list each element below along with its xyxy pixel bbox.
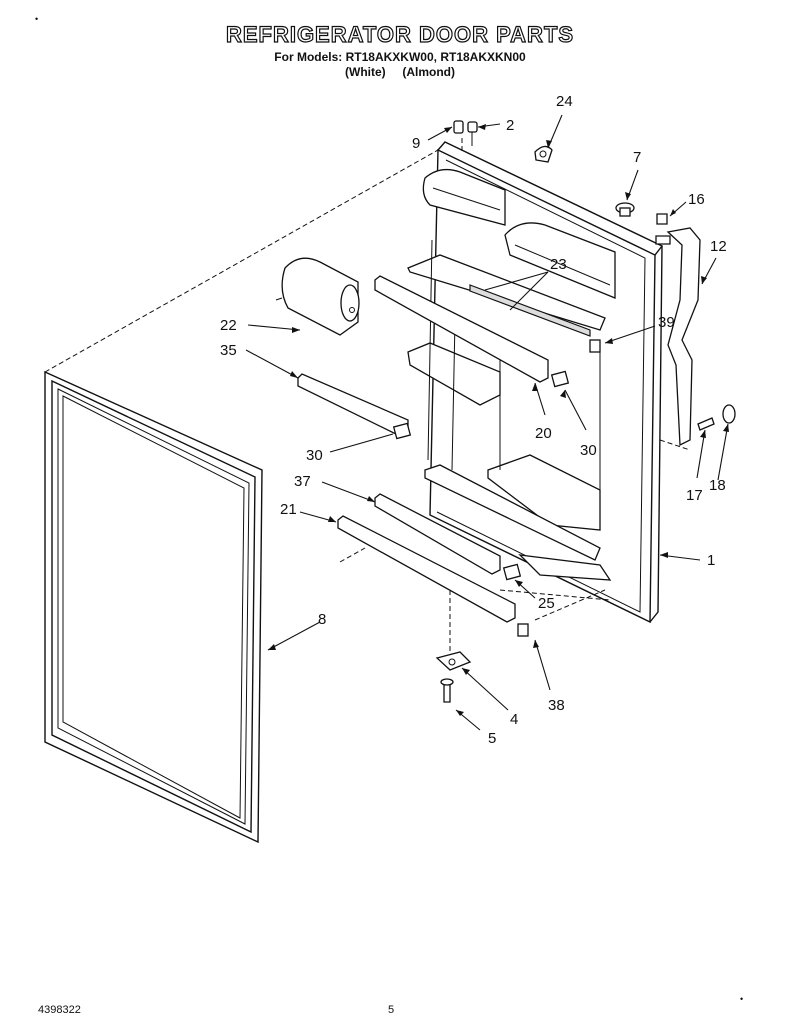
callout-12: 12 [710, 238, 727, 255]
callout-7: 7 [633, 149, 641, 166]
callout-1: 1 [707, 552, 715, 569]
arrowheads [268, 124, 729, 716]
colors-line: (White) (Almond) [345, 65, 455, 79]
callout-38: 38 [548, 697, 565, 714]
page-number: 5 [388, 1004, 395, 1016]
door-liner [407, 141, 664, 624]
callout-23: 23 [550, 256, 567, 273]
callout-37: 37 [294, 473, 311, 490]
callout-2: 2 [506, 117, 514, 134]
dairy-cover [275, 257, 360, 336]
callout-30-right: 30 [580, 442, 597, 459]
callout-39: 39 [658, 314, 675, 331]
doc-number: 4398322 [38, 1004, 81, 1016]
callout-35: 35 [220, 342, 237, 359]
callout-18: 18 [709, 477, 726, 494]
callout-25: 25 [538, 595, 555, 612]
door-handle [666, 227, 701, 447]
construction-lines [44, 138, 691, 655]
door-gasket [44, 370, 263, 844]
callout-21: 21 [280, 501, 297, 518]
callout-24: 24 [556, 93, 573, 110]
lower-hinge [435, 651, 472, 703]
callout-30-left: 30 [306, 447, 323, 464]
liner-trim-23 [469, 284, 591, 337]
callout-17: 17 [686, 487, 703, 504]
svg-text:•: • [35, 14, 38, 24]
callout-8: 8 [318, 611, 326, 628]
callout-9: 9 [412, 135, 420, 152]
clips [392, 339, 601, 637]
page-title: REFRIGERATOR DOOR PARTS [225, 21, 575, 47]
handle-screw-cap [697, 404, 736, 431]
callout-16: 16 [688, 191, 705, 208]
callout-22: 22 [220, 317, 237, 334]
door-stop [534, 145, 553, 163]
shelf-retainer-bars [297, 275, 549, 623]
plugs-screws [453, 120, 671, 245]
svg-text:•: • [740, 994, 743, 1004]
callout-5: 5 [488, 730, 496, 747]
models-line: For Models: RT18AKXKW00, RT18AKXKN00 [274, 50, 526, 64]
callout-4: 4 [510, 711, 518, 728]
callout-20: 20 [535, 425, 552, 442]
